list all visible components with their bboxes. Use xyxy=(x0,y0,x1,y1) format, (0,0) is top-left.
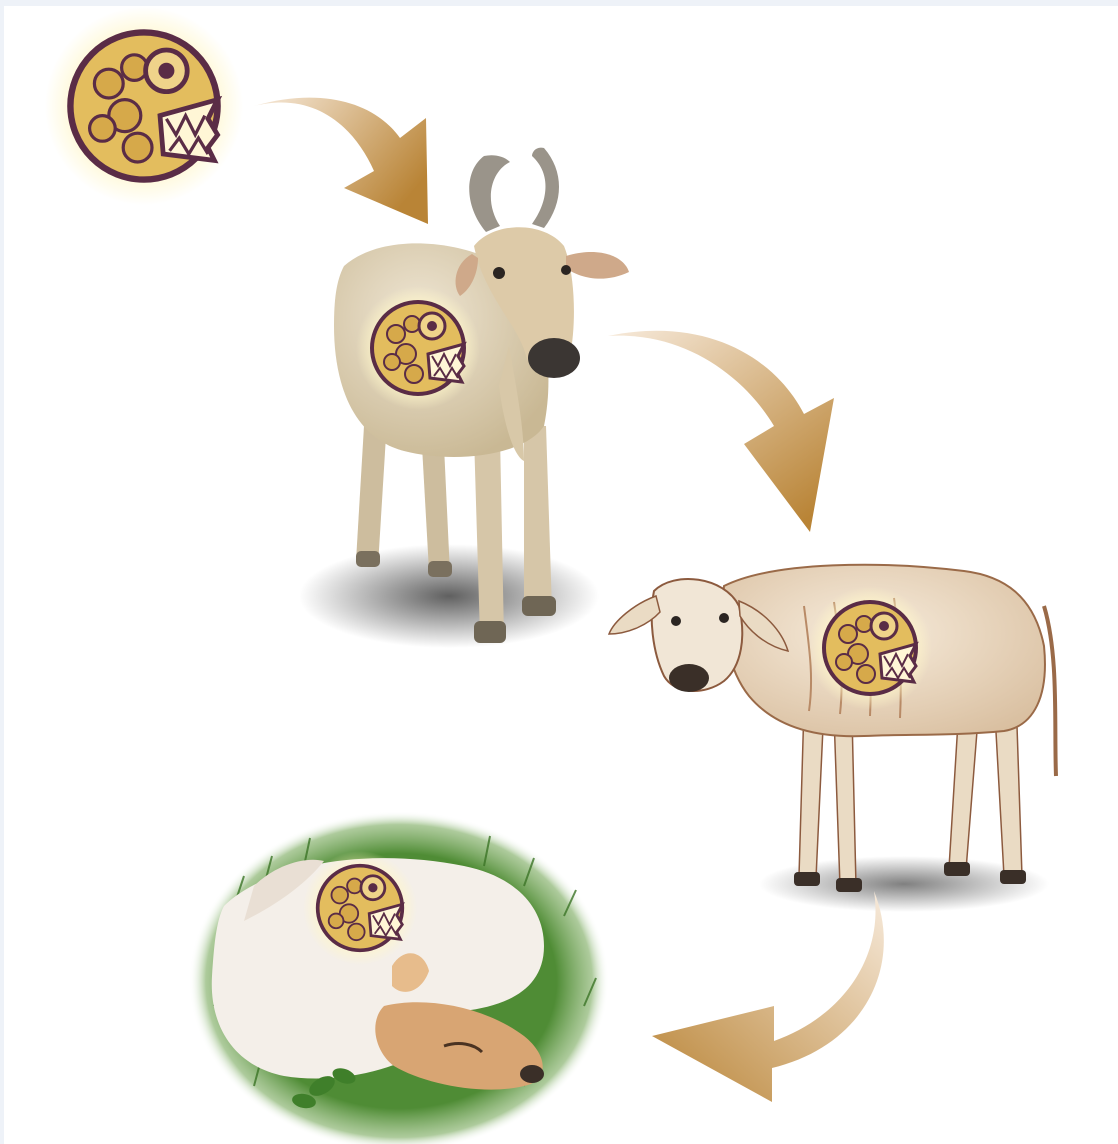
healthy-cow-infected xyxy=(299,148,629,648)
curved-arrow-icon xyxy=(652,891,884,1102)
diagram-canvas xyxy=(4,6,1118,1144)
collapsed-calf xyxy=(189,811,609,1144)
curved-arrow-icon xyxy=(608,331,834,532)
emaciated-cow xyxy=(609,565,1056,912)
curved-arrow-icon xyxy=(254,98,428,224)
parasite-monster-icon xyxy=(45,7,243,205)
